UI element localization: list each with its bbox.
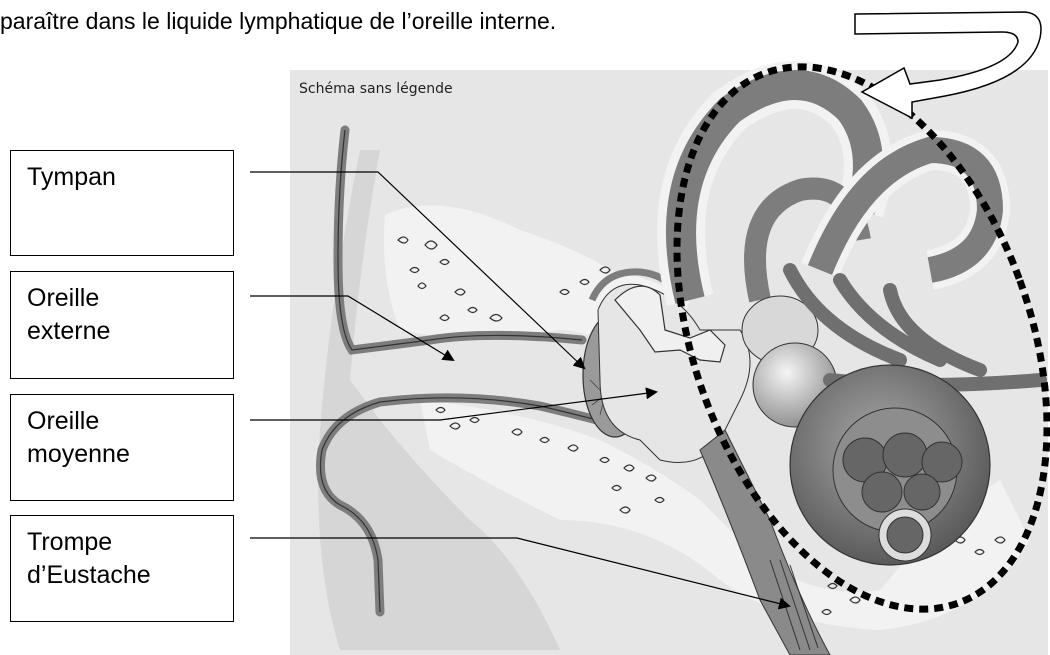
label-trompe-line1: Trompe [27,526,233,559]
schema-title: Schéma sans légende [299,81,453,97]
label-box-trompe: Trompe d’Eustache [10,515,234,622]
label-oreille-moyenne-line1: Oreille [27,405,233,438]
label-trompe-line2: d’Eustache [27,559,233,592]
label-oreille-externe-line2: externe [27,315,233,348]
label-tympan: Tympan [27,161,233,194]
label-oreille-externe-line1: Oreille [27,282,233,315]
label-box-oreille-moyenne: Oreille moyenne [10,394,234,501]
label-box-tympan: Tympan [10,150,234,256]
label-oreille-moyenne-line2: moyenne [27,438,233,471]
label-box-oreille-externe: Oreille externe [10,271,234,379]
